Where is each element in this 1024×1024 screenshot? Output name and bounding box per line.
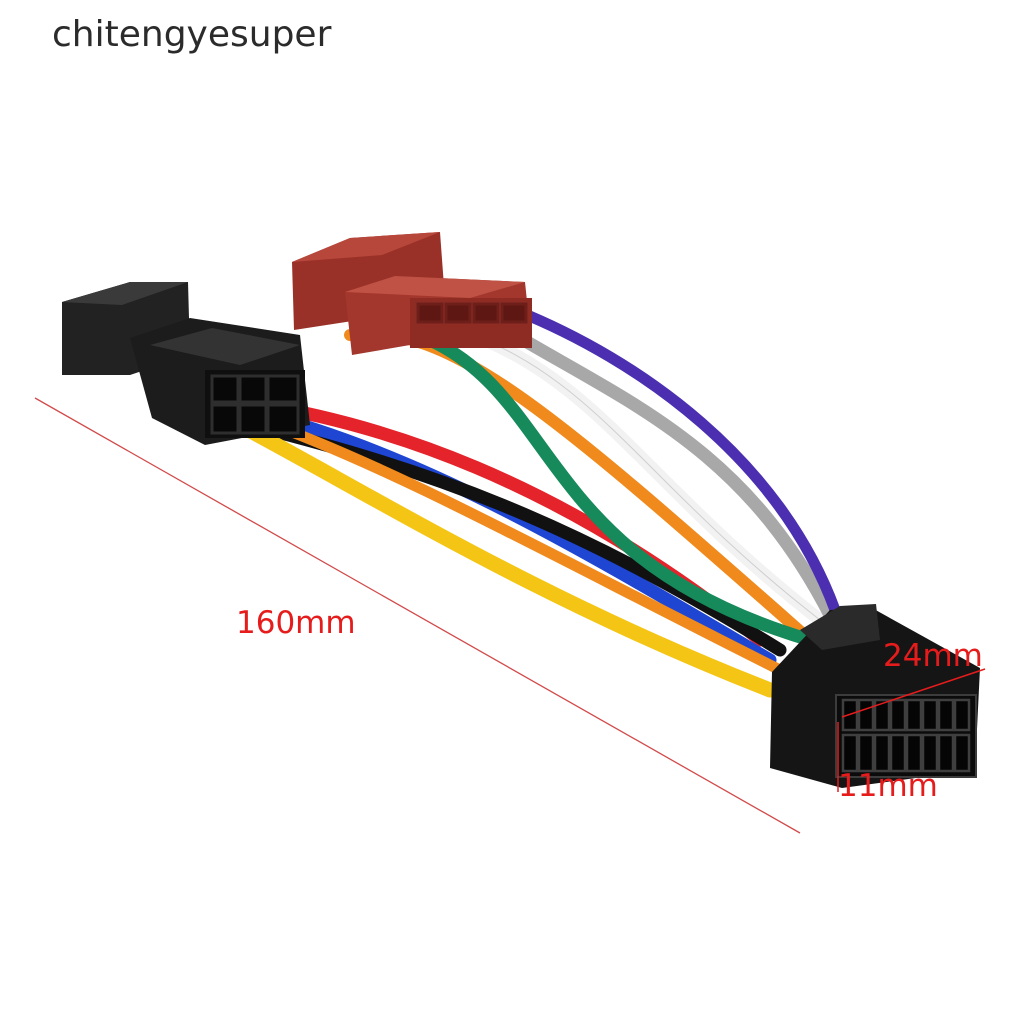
length-label: 160mm <box>236 605 356 641</box>
red-iso-connector <box>292 232 532 355</box>
width-dimension-line <box>841 668 986 718</box>
length-dimension-line <box>34 397 801 834</box>
wire-orange-lower <box>254 414 786 676</box>
height-label: 11mm <box>838 768 938 804</box>
width-label: 24mm <box>883 638 983 674</box>
wire-green <box>423 333 817 647</box>
brand-watermark: chitengyesuper <box>52 14 332 55</box>
wire-yellow <box>237 420 778 698</box>
wire-grey <box>483 313 837 622</box>
wire-white-outline <box>459 329 821 621</box>
black-iso-connector <box>62 282 310 445</box>
wire-purple <box>509 304 841 616</box>
sixteen-pin-connector <box>770 604 986 792</box>
